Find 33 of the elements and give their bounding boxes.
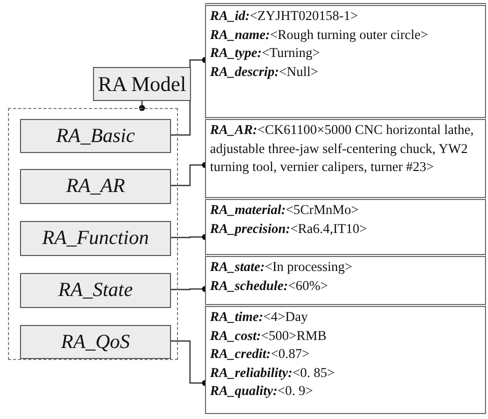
attribute-panel bbox=[205, 3, 486, 118]
attribute-panel bbox=[205, 254, 486, 305]
attribute-panel bbox=[205, 197, 486, 255]
module-label: RA_Basic bbox=[56, 124, 135, 148]
title-text: RA Model bbox=[98, 72, 186, 96]
module-label: RA_AR bbox=[66, 175, 125, 198]
dashed-group-frame bbox=[8, 108, 178, 360]
attribute-text: RA_name:<Rough turning outer circle> bbox=[210, 26, 430, 44]
attribute-panel bbox=[205, 117, 486, 198]
attribute-text: RA_id:<ZYJHT020158-1> bbox=[210, 7, 359, 25]
module-label: RA_State bbox=[58, 279, 133, 302]
module-box bbox=[20, 119, 171, 153]
module-box bbox=[20, 169, 171, 204]
module-box bbox=[20, 325, 171, 359]
module-box bbox=[20, 221, 171, 256]
attribute-panel bbox=[205, 304, 486, 414]
attribute-text: RA_schedule:<60%> bbox=[210, 276, 329, 294]
attribute-text: RA_precision:<Ra6.4,IT10> bbox=[210, 220, 368, 238]
attribute-text: RA_quality:<0. 9> bbox=[210, 382, 314, 400]
attribute-text: RA_descrip:<Null> bbox=[210, 62, 320, 81]
connector bbox=[139, 101, 145, 111]
title-box bbox=[93, 67, 191, 101]
attribute-text: RA_type:<Turning> bbox=[210, 44, 321, 62]
module-label: RA_Function bbox=[42, 227, 149, 250]
attribute-text: RA_credit:<0.87> bbox=[210, 345, 311, 363]
attribute-text: RA_time:<4>Day bbox=[210, 308, 309, 326]
attribute-text: RA_AR:<CK61100×5000 CNC horizontal lathe, adjustable three-jaw self-centering chuck, YW2 turning tool, vernier calipers, turner #23> bbox=[210, 121, 475, 176]
module-box bbox=[20, 273, 171, 308]
attribute-text: RA_material:<5CrMnMo> bbox=[210, 201, 360, 219]
module-label: RA_QoS bbox=[61, 330, 130, 354]
attribute-text: RA_cost:<500>RMB bbox=[210, 326, 328, 344]
attribute-text: RA_reliability:<0. 85> bbox=[210, 364, 336, 382]
attribute-text: RA_state:<In processing> bbox=[210, 258, 354, 276]
